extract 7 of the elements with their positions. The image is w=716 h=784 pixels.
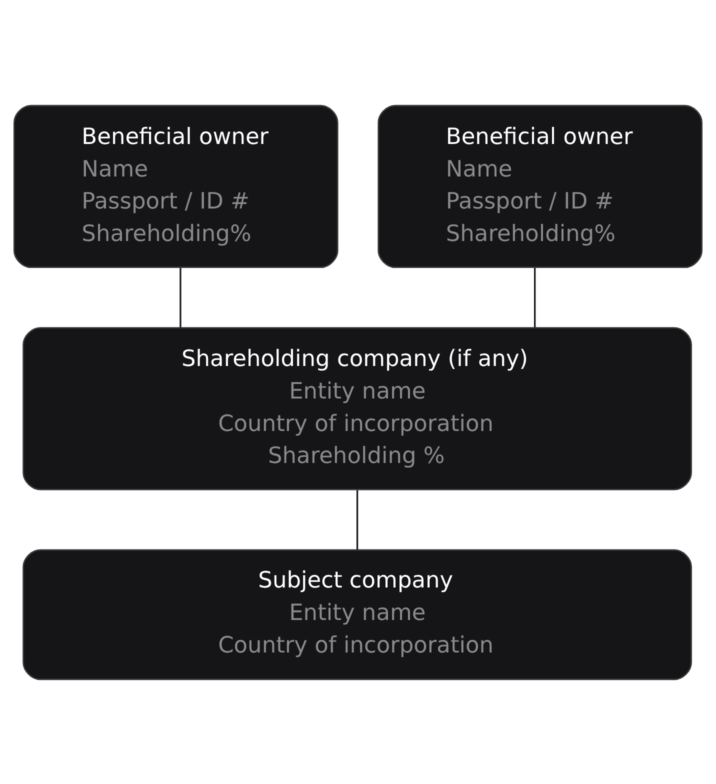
connector (356, 490, 358, 550)
node-box: Subject company Entity name Country of incorporation (22, 548, 692, 680)
node-box: Shareholding company (if any) Entity name Country of incorporation Shareholding % (22, 326, 692, 490)
connector (534, 267, 536, 328)
node-box: Beneficial owner Name Passport / ID # Shareholding% (13, 104, 338, 268)
node-box: Beneficial owner Name Passport / ID # Shareholding% (378, 104, 703, 268)
connector (180, 267, 182, 328)
